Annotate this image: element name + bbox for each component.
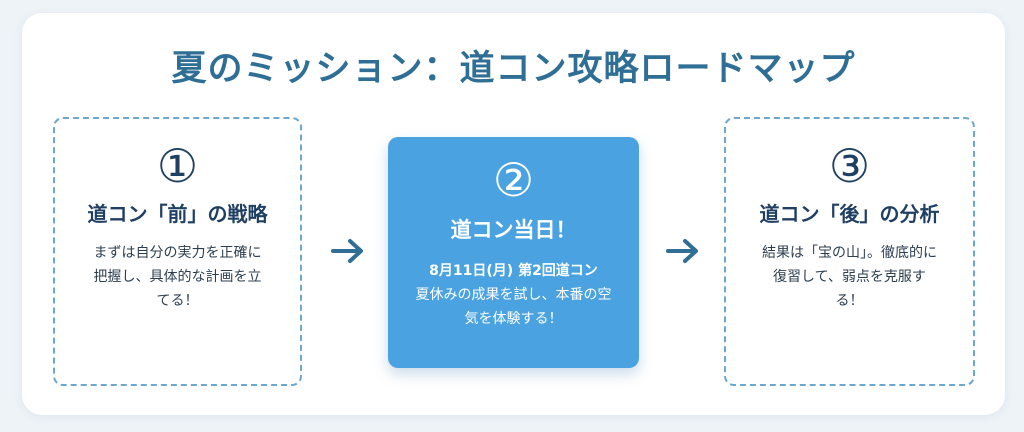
step-number: ② xyxy=(492,153,535,207)
step-number: ① xyxy=(156,139,199,193)
exam-date: 8月11日(月) 第2回道コン xyxy=(429,263,598,279)
step-description: 結果は「宝の山」。徹底的に復習して、弱点を克服する！ xyxy=(762,245,937,309)
roadmap-card: 夏のミッション：道コン攻略ロードマップ ① 道コン「前」の戦略 まずは自分の実力… xyxy=(22,13,1005,415)
step-before: ① 道コン「前」の戦略 まずは自分の実力を正確に把握し、具体的な計画を立てる！ xyxy=(53,117,302,386)
arrow-right-icon xyxy=(666,239,698,263)
step-description: まずは自分の実力を正確に把握し、具体的な計画を立てる！ xyxy=(93,245,262,309)
step-day-of: ② 道コン当日！ 8月11日(月) 第2回道コン 夏休みの成果を試し、本番の空気… xyxy=(388,137,639,368)
page-title: 夏のミッション：道コン攻略ロードマップ xyxy=(171,49,856,89)
step-number: ③ xyxy=(828,139,871,193)
arrow-right-icon xyxy=(331,239,363,263)
step-heading: 道コン「前」の戦略 xyxy=(87,202,268,226)
step-description-text: 夏休みの成果を試し、本番の空気を体験する！ xyxy=(415,287,612,327)
step-heading: 道コン当日！ xyxy=(450,218,577,242)
step-after: ③ 道コン「後」の分析 結果は「宝の山」。徹底的に復習して、弱点を克服する！ xyxy=(724,117,975,386)
step-heading: 道コン「後」の分析 xyxy=(759,202,940,226)
step-description: 8月11日(月) 第2回道コン 夏休みの成果を試し、本番の空気を体験する！ xyxy=(414,259,613,331)
